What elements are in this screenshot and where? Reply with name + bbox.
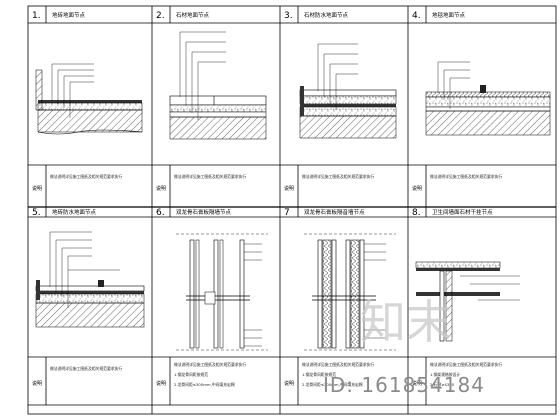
notes-4: 说明 做法说明详见施工图纸及相关规范要求执行 bbox=[412, 174, 502, 192]
notes-label: 说明 bbox=[284, 185, 294, 192]
cell-number: 5. bbox=[32, 208, 41, 218]
note-text: 2.龙骨间距≤300mm,中间填充岩棉 bbox=[302, 382, 363, 387]
detail-6-drawing bbox=[176, 233, 268, 351]
cell-number: 7 bbox=[284, 208, 290, 218]
notes-label: 说明 bbox=[412, 380, 422, 387]
note-text: 1.钢架规格按设计 bbox=[430, 372, 460, 377]
note-text: 1.钢龙骨间距按规范 bbox=[174, 372, 208, 377]
cell-title: 地砖地面节点 bbox=[52, 11, 86, 19]
notes-5: 说明 做法说明详见施工图纸及相关规范要求执行 bbox=[32, 366, 122, 387]
note-text: 2.龙骨间距≤300mm,中间填充岩棉 bbox=[174, 382, 235, 387]
cell-5-header: 5. 地砖防水地面节点 bbox=[32, 208, 97, 218]
cell-number: 6. bbox=[156, 208, 165, 218]
notes-label: 说明 bbox=[156, 380, 166, 387]
notes-8: 说明 做法说明详见施工图纸及相关规范要求执行 1.钢架规格按设计 2.石材≥43… bbox=[412, 362, 502, 387]
note-text: 1.钢龙骨间距按规范 bbox=[302, 372, 336, 377]
note-text: 做法说明详见施工图纸及相关规范要求执行 bbox=[302, 362, 374, 367]
detail-5-drawing bbox=[35, 231, 145, 328]
cell-6-header: 6. 双龙骨石膏板隔墙节点 bbox=[156, 208, 232, 218]
note-text: 2.石材≥4300 bbox=[430, 382, 455, 387]
cell-number: 1. bbox=[32, 11, 41, 21]
watermark-logo: 知末 bbox=[360, 295, 452, 349]
cell-number: 3. bbox=[284, 11, 293, 21]
cell-title: 石材防水地面节点 bbox=[304, 11, 349, 19]
note-text: 做法说明详见施工图纸及相关规范要求执行 bbox=[50, 174, 122, 179]
cell-title: 地砖防水地面节点 bbox=[52, 208, 97, 216]
cell-number: 8. bbox=[412, 208, 421, 218]
note-text: 做法说明详见施工图纸及相关规范要求执行 bbox=[430, 174, 502, 179]
detail-4-drawing bbox=[425, 61, 551, 136]
detail-2-drawing bbox=[169, 31, 267, 140]
notes-label: 说明 bbox=[412, 185, 422, 192]
detail-3-drawing bbox=[299, 43, 397, 139]
notes-label: 说明 bbox=[32, 380, 42, 387]
note-text: 做法说明详见施工图纸及相关规范要求执行 bbox=[50, 366, 122, 371]
notes-7: 说明 做法说明详见施工图纸及相关规范要求执行 1.钢龙骨间距按规范 2.龙骨间距… bbox=[284, 362, 374, 387]
note-text: 做法说明详见施工图纸及相关规范要求执行 bbox=[430, 362, 502, 367]
cell-7-header: 7 双龙骨石膏板隔音墙节点 bbox=[284, 208, 365, 218]
cell-title: 双龙骨石膏板隔音墙节点 bbox=[304, 208, 365, 216]
cell-title: 双龙骨石膏板隔墙节点 bbox=[176, 208, 232, 216]
cell-number: 2. bbox=[156, 11, 165, 21]
cell-3-header: 3. 石材防水地面节点 bbox=[284, 11, 349, 21]
watermark: 知末 ID: 161854184 bbox=[323, 295, 485, 397]
detail-1-drawing bbox=[35, 63, 143, 135]
notes-3: 说明 做法说明详见施工图纸及相关规范要求执行 bbox=[284, 174, 374, 192]
cell-1-header: 1. 地砖地面节点 bbox=[32, 11, 86, 21]
notes-label: 说明 bbox=[284, 380, 294, 387]
notes-6: 说明 做法说明详见施工图纸及相关规范要求执行 1.钢龙骨间距按规范 2.龙骨间距… bbox=[156, 362, 246, 387]
watermark-id: ID: 161854184 bbox=[323, 373, 485, 397]
note-text: 做法说明详见施工图纸及相关规范要求执行 bbox=[302, 174, 374, 179]
detail-8-drawing bbox=[415, 261, 520, 342]
sheet-grid bbox=[27, 5, 557, 415]
cell-title: 卫生间墙面石材干挂节点 bbox=[432, 208, 493, 216]
cell-4-header: 4. 地毯地面节点 bbox=[412, 11, 466, 21]
notes-label: 说明 bbox=[156, 185, 166, 192]
notes-2: 说明 做法说明详见施工图纸及相关规范要求执行 bbox=[156, 174, 246, 192]
note-text: 做法说明详见施工图纸及相关规范要求执行 bbox=[174, 174, 246, 179]
cell-title: 地毯地面节点 bbox=[432, 11, 466, 19]
cell-number: 4. bbox=[412, 11, 421, 21]
notes-label: 说明 bbox=[32, 185, 42, 192]
detail-7-drawing bbox=[304, 233, 396, 351]
note-text: 做法说明详见施工图纸及相关规范要求执行 bbox=[174, 362, 246, 367]
cell-2-header: 2. 石材地面节点 bbox=[156, 11, 210, 21]
notes-1: 说明 做法说明详见施工图纸及相关规范要求执行 bbox=[32, 174, 122, 192]
cell-title: 石材地面节点 bbox=[176, 11, 210, 19]
cell-8-header: 8. 卫生间墙面石材干挂节点 bbox=[412, 208, 493, 218]
